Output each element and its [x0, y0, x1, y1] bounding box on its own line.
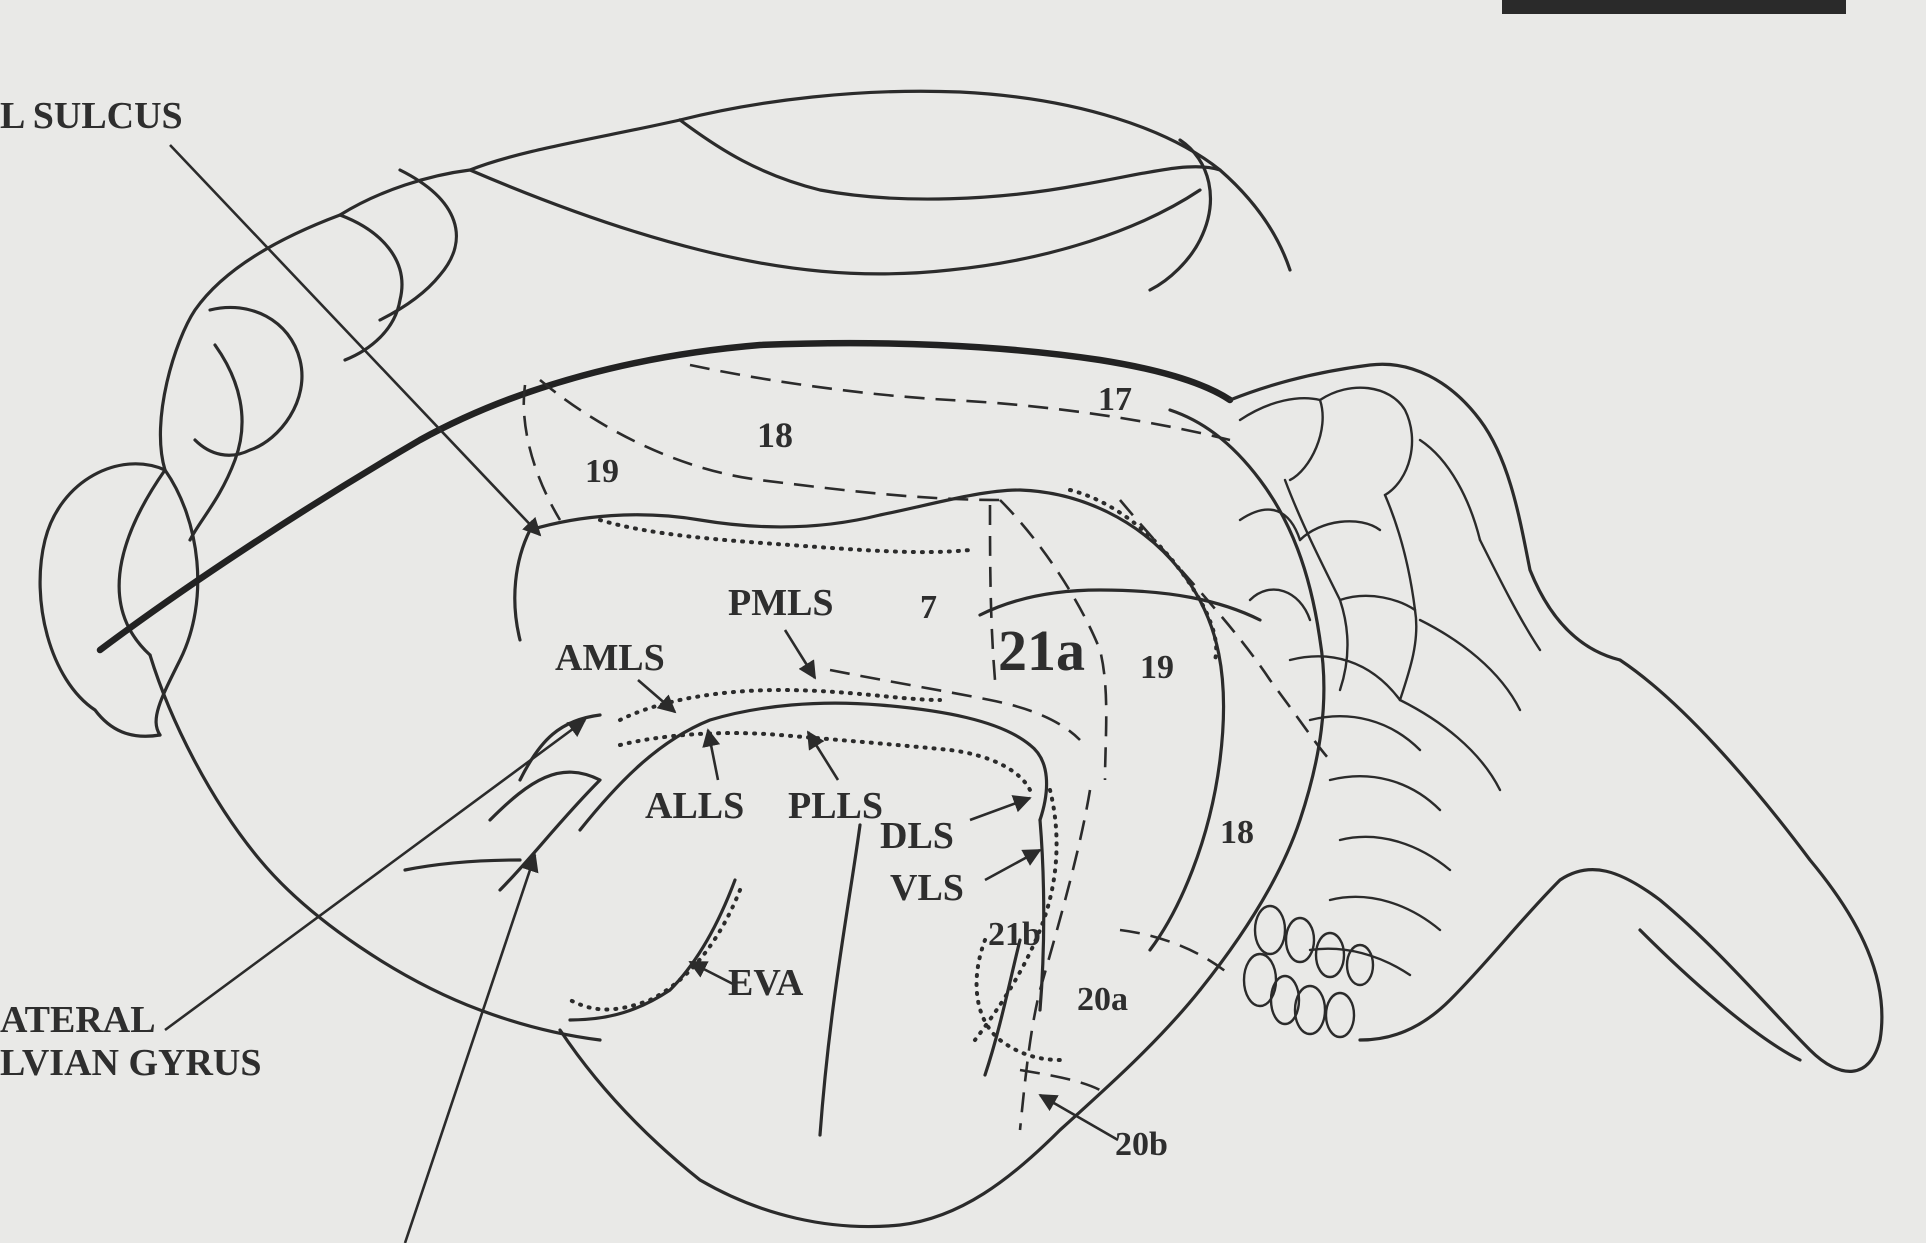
dotted-dls-vls	[975, 790, 1057, 1040]
upper-gyrus-4	[680, 120, 1220, 199]
cerebellum	[1230, 364, 1882, 1071]
pmls-label: PMLS	[728, 582, 834, 624]
lower-sulcus	[405, 860, 520, 870]
area-21a-label: 21a	[998, 618, 1085, 683]
boundary-19-left	[524, 385, 560, 520]
plls-label: PLLS	[788, 785, 883, 827]
upper-gyrus-1	[340, 215, 402, 360]
area-20a-label: 20a	[1077, 981, 1128, 1018]
dls-pointer	[970, 798, 1030, 820]
vls-label: VLS	[890, 867, 964, 909]
temporal-outline	[560, 990, 1200, 1227]
boundary-21b-20a	[1020, 790, 1090, 1130]
area-7-label: 7	[920, 589, 937, 626]
posterior-ectosylvian-inner	[980, 590, 1260, 620]
alls-pointer	[708, 730, 718, 780]
frontal-pole	[40, 464, 165, 736]
hemisphere-outline	[119, 91, 1290, 655]
area-20b-label: 20b	[1115, 1126, 1168, 1163]
boundary-7-21a	[990, 505, 995, 680]
upper-gyrus-3	[470, 170, 1200, 274]
dls-label: DLS	[880, 815, 954, 857]
dotted-eva	[570, 890, 740, 1009]
area-19-top-label: 19	[585, 453, 619, 490]
boundary-20a-18	[1120, 930, 1230, 975]
area-21b-label: 21b	[988, 916, 1041, 953]
frontal-gyrus-b	[195, 307, 302, 455]
eva-label: EVA	[728, 962, 804, 1004]
upper-gyrus-2	[380, 170, 456, 320]
sylvian-pointer	[405, 855, 535, 1243]
lateral-label-line2: LVIAN GYRUS	[0, 1042, 262, 1084]
lower-posterior-line	[985, 940, 1020, 1075]
area-17-label: 17	[1098, 381, 1132, 418]
alls-label: ALLS	[645, 785, 744, 827]
sylvian-arc	[490, 772, 600, 890]
boundary-20b	[1020, 1070, 1100, 1090]
scale-bar	[1502, 0, 1846, 14]
posterior-outline	[1170, 410, 1324, 990]
pmls-pointer	[785, 630, 815, 678]
area-19-right-label: 19	[1140, 649, 1174, 686]
dotted-21b	[977, 940, 1060, 1060]
suprasylvian-sulcus	[530, 490, 1224, 950]
ectosylvian-inner	[520, 715, 600, 780]
area-18-top-label: 18	[757, 415, 793, 455]
amls-label: AMLS	[555, 637, 665, 679]
20b-pointer	[1040, 1095, 1118, 1140]
vertical-sulcus	[820, 825, 860, 1135]
dotted-ms-upper	[600, 520, 970, 552]
frontal-lower-outline	[150, 655, 600, 1040]
area-18-right-label: 18	[1220, 814, 1254, 851]
lateral-label-line1: ATERAL	[0, 999, 156, 1041]
lateral-gyrus-front	[515, 530, 530, 640]
vls-pointer	[985, 850, 1040, 880]
amls-pointer	[638, 680, 675, 712]
sulcus-label: L SULCUS	[0, 95, 183, 137]
lateral-gyrus-pointer	[165, 720, 585, 1030]
